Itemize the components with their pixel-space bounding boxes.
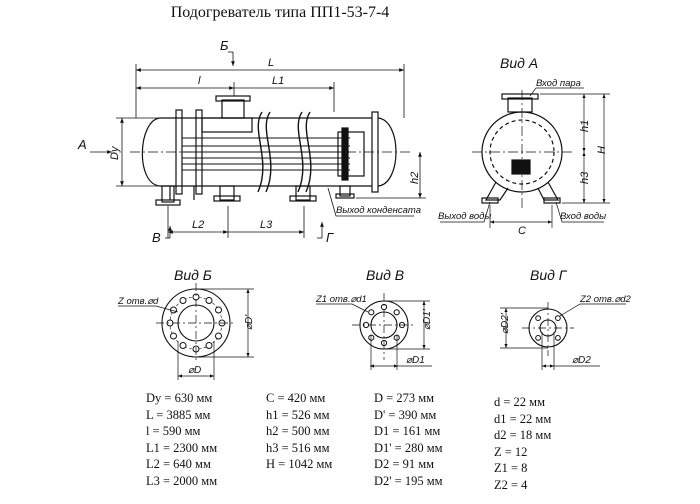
dim-L1-label: L1 — [272, 75, 284, 87]
params-column-2: C = 420 мм h1 = 526 мм h2 = 500 мм h3 = … — [266, 390, 332, 473]
params-column-4: d = 22 мм d1 = 22 мм d2 = 18 мм Z = 12 Z… — [494, 394, 551, 494]
view-B-holes-label: Z отв.⌀d — [117, 296, 159, 307]
view-B-dim-D-prime: ⌀D' — [244, 314, 255, 330]
view-G-heading: Вид Г — [530, 267, 568, 283]
dim-h2-label: h2 — [409, 172, 421, 184]
dim-Dy-label: Dy — [109, 145, 121, 160]
view-arrow-A: A — [77, 137, 87, 152]
steam-inlet-label: Вход пара — [536, 78, 581, 89]
param-h2: h2 = 500 мм — [266, 424, 330, 439]
param-d1: d1 = 22 мм — [494, 411, 552, 426]
params-column-3: D = 273 мм D' = 390 мм D1 = 161 мм D1' =… — [374, 390, 443, 490]
dim-H-label: H — [596, 146, 608, 154]
view-B-heading: Вид Б — [174, 267, 212, 283]
dimension-lines — [90, 51, 426, 239]
view-A-heading: Вид А — [500, 55, 538, 71]
view-V-dim-D1: ⌀D1 — [406, 355, 425, 366]
view-G-bolt-holes — [535, 315, 561, 341]
param-D: D = 273 мм — [374, 391, 435, 405]
params-column-1: Dy = 630 мм L = 3885 мм l = 590 мм L1 = … — [146, 390, 217, 490]
view-V-dim-D1-prime: ⌀D1' — [422, 308, 433, 330]
param-H: H = 1042 мм — [266, 457, 333, 472]
param-l: l = 590 мм — [146, 424, 201, 439]
param-L1: L1 = 2300 мм — [146, 440, 218, 455]
view-G-dim-D2-prime: ⌀D2' — [500, 312, 511, 334]
water-inlet-label: Вход воды — [560, 211, 606, 222]
view-V-heading: Вид В — [366, 267, 404, 283]
view-G-holes-label: Z2 отв.⌀d2 — [579, 294, 632, 305]
view-V-holes-label: Z1 отв.⌀d1 — [315, 294, 367, 305]
view-arrow-B: Б — [220, 38, 229, 53]
dim-L3-label: L3 — [260, 219, 273, 231]
view-B-dim-D: ⌀D — [188, 365, 201, 376]
view-arrow-V: В — [152, 230, 161, 245]
param-Z2: Z2 = 4 — [494, 477, 528, 492]
param-D1-prime: D1' = 280 мм — [374, 440, 443, 455]
param-Dy: Dy = 630 мм — [146, 391, 213, 405]
dim-L2-label: L2 — [192, 219, 204, 231]
dim-l-label: l — [198, 75, 201, 87]
param-Z1: Z1 = 8 — [494, 461, 528, 476]
param-D1: D1 = 161 мм — [374, 424, 441, 439]
water-outlet-label: Выход воды — [438, 211, 491, 222]
dim-L-label: L — [268, 57, 274, 69]
view-G-dim-D2: ⌀D2 — [572, 355, 591, 366]
condensate-outlet-label: Выход конденсата — [336, 205, 421, 216]
param-L3: L3 = 2000 мм — [146, 473, 218, 488]
param-d2: d2 = 18 мм — [494, 428, 552, 443]
dim-C-label: C — [518, 225, 526, 237]
param-L: L = 3885 мм — [146, 407, 211, 422]
dim-h1-label: h1 — [579, 120, 591, 132]
param-L2: L2 = 640 мм — [146, 457, 211, 472]
dim-h3-label: h3 — [579, 171, 591, 184]
param-Z: Z = 12 — [494, 444, 528, 459]
param-h3: h3 = 516 мм — [266, 440, 330, 455]
view-arrow-G: Г — [326, 230, 334, 245]
param-D2: D2 = 91 мм — [374, 457, 435, 472]
param-D-prime: D' = 390 мм — [374, 407, 437, 422]
param-d: d = 22 мм — [494, 395, 545, 409]
param-C: C = 420 мм — [266, 391, 326, 405]
heater-side-view — [141, 95, 397, 206]
param-h1: h1 = 526 мм — [266, 407, 330, 422]
param-D2-prime: D2' = 195 мм — [374, 473, 443, 488]
page-title: Подогреватель типа ПП1-53-7-4 — [170, 4, 390, 21]
